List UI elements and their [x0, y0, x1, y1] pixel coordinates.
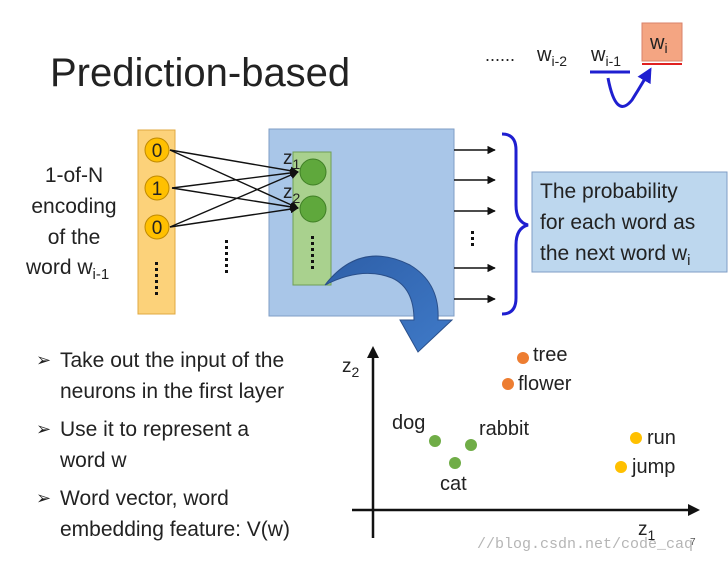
- point-dog: [429, 435, 441, 447]
- page-number: 7: [690, 537, 696, 548]
- output-desc-line3: the next word wi: [540, 242, 690, 269]
- target-word-box: [641, 22, 683, 62]
- label-cat: cat: [440, 473, 467, 495]
- hidden-neuron-z2: [299, 195, 327, 223]
- label-dog: dog: [392, 412, 425, 434]
- input-label-line1: 1-of-N: [45, 164, 103, 187]
- input-label-line3: of the: [48, 226, 101, 249]
- hidden-label-z1: z1: [283, 148, 301, 172]
- target-word-w-i: wi: [649, 32, 668, 56]
- bullet-arrow-icon: ➢: [36, 488, 52, 508]
- bullet-2: ➢ Use it to represent a word w: [36, 414, 336, 476]
- bullet-1-line2: neurons in the first layer: [60, 380, 285, 403]
- label-jump: jump: [631, 456, 675, 478]
- input-neuron-2-label: 0: [152, 218, 163, 239]
- bullet-arrow-icon: ➢: [36, 350, 52, 370]
- point-run: [630, 432, 642, 444]
- sequence-dots: ......: [485, 45, 515, 65]
- word-w-i-2: wi-2: [536, 44, 567, 69]
- point-cat: [449, 457, 461, 469]
- bullet-1: ➢ Take out the input of the neurons in t…: [36, 345, 336, 407]
- extract-arrow: [324, 255, 454, 353]
- label-tree: tree: [533, 344, 567, 366]
- point-jump: [615, 461, 627, 473]
- word-w-i-1: wi-1: [590, 44, 621, 69]
- input-ellipsis-dots: [155, 262, 158, 295]
- output-ellipsis-dots: [471, 231, 474, 246]
- watermark: //blog.csdn.net/code_caq: [477, 536, 693, 553]
- middle-ellipsis-dots: [225, 240, 228, 273]
- output-arrows: [454, 145, 496, 304]
- bullet-1-line1: Take out the input of the: [60, 349, 285, 372]
- x-axis-arrowhead: [688, 504, 700, 516]
- label-flower: flower: [518, 373, 572, 395]
- connections: [169, 149, 299, 228]
- input-neuron-0: 0: [144, 137, 170, 163]
- output-description-box: [531, 171, 728, 273]
- point-flower: [502, 378, 514, 390]
- input-neuron-0-label: 0: [152, 141, 163, 162]
- point-rabbit: [465, 439, 477, 451]
- input-label-line2: encoding: [31, 195, 116, 218]
- output-desc-line1: The probability: [540, 180, 678, 203]
- bullet-2-line2: word w: [60, 449, 127, 472]
- hidden-label-z2: z2: [283, 182, 301, 206]
- label-rabbit: rabbit: [479, 418, 529, 440]
- y-axis-label: z2: [342, 356, 360, 380]
- point-tree: [517, 352, 529, 364]
- input-label-line4: word wi-1: [25, 256, 109, 283]
- bullet-2-line1: Use it to represent a: [60, 418, 250, 441]
- output-desc-line2: for each word as: [540, 211, 695, 234]
- bullet-arrow-icon: ➢: [36, 419, 52, 439]
- input-neuron-1-label: 1: [152, 179, 163, 200]
- input-neuron-1: 1: [144, 175, 170, 201]
- page-title: Prediction-based: [50, 51, 350, 95]
- bullet-3-line2: embedding feature: V(w): [60, 518, 290, 541]
- label-run: run: [647, 427, 676, 449]
- y-axis-arrowhead: [367, 346, 379, 358]
- hidden-neuron-z1: [299, 158, 327, 186]
- output-brace: [501, 132, 529, 316]
- input-neuron-2: 0: [144, 214, 170, 240]
- curved-arrow: [606, 67, 652, 108]
- hidden-ellipsis-dots: [311, 236, 314, 269]
- bullet-3-line1: Word vector, word: [60, 487, 229, 510]
- bullet-3: ➢ Word vector, word embedding feature: V…: [36, 483, 336, 545]
- x-axis-label: z1: [638, 519, 656, 543]
